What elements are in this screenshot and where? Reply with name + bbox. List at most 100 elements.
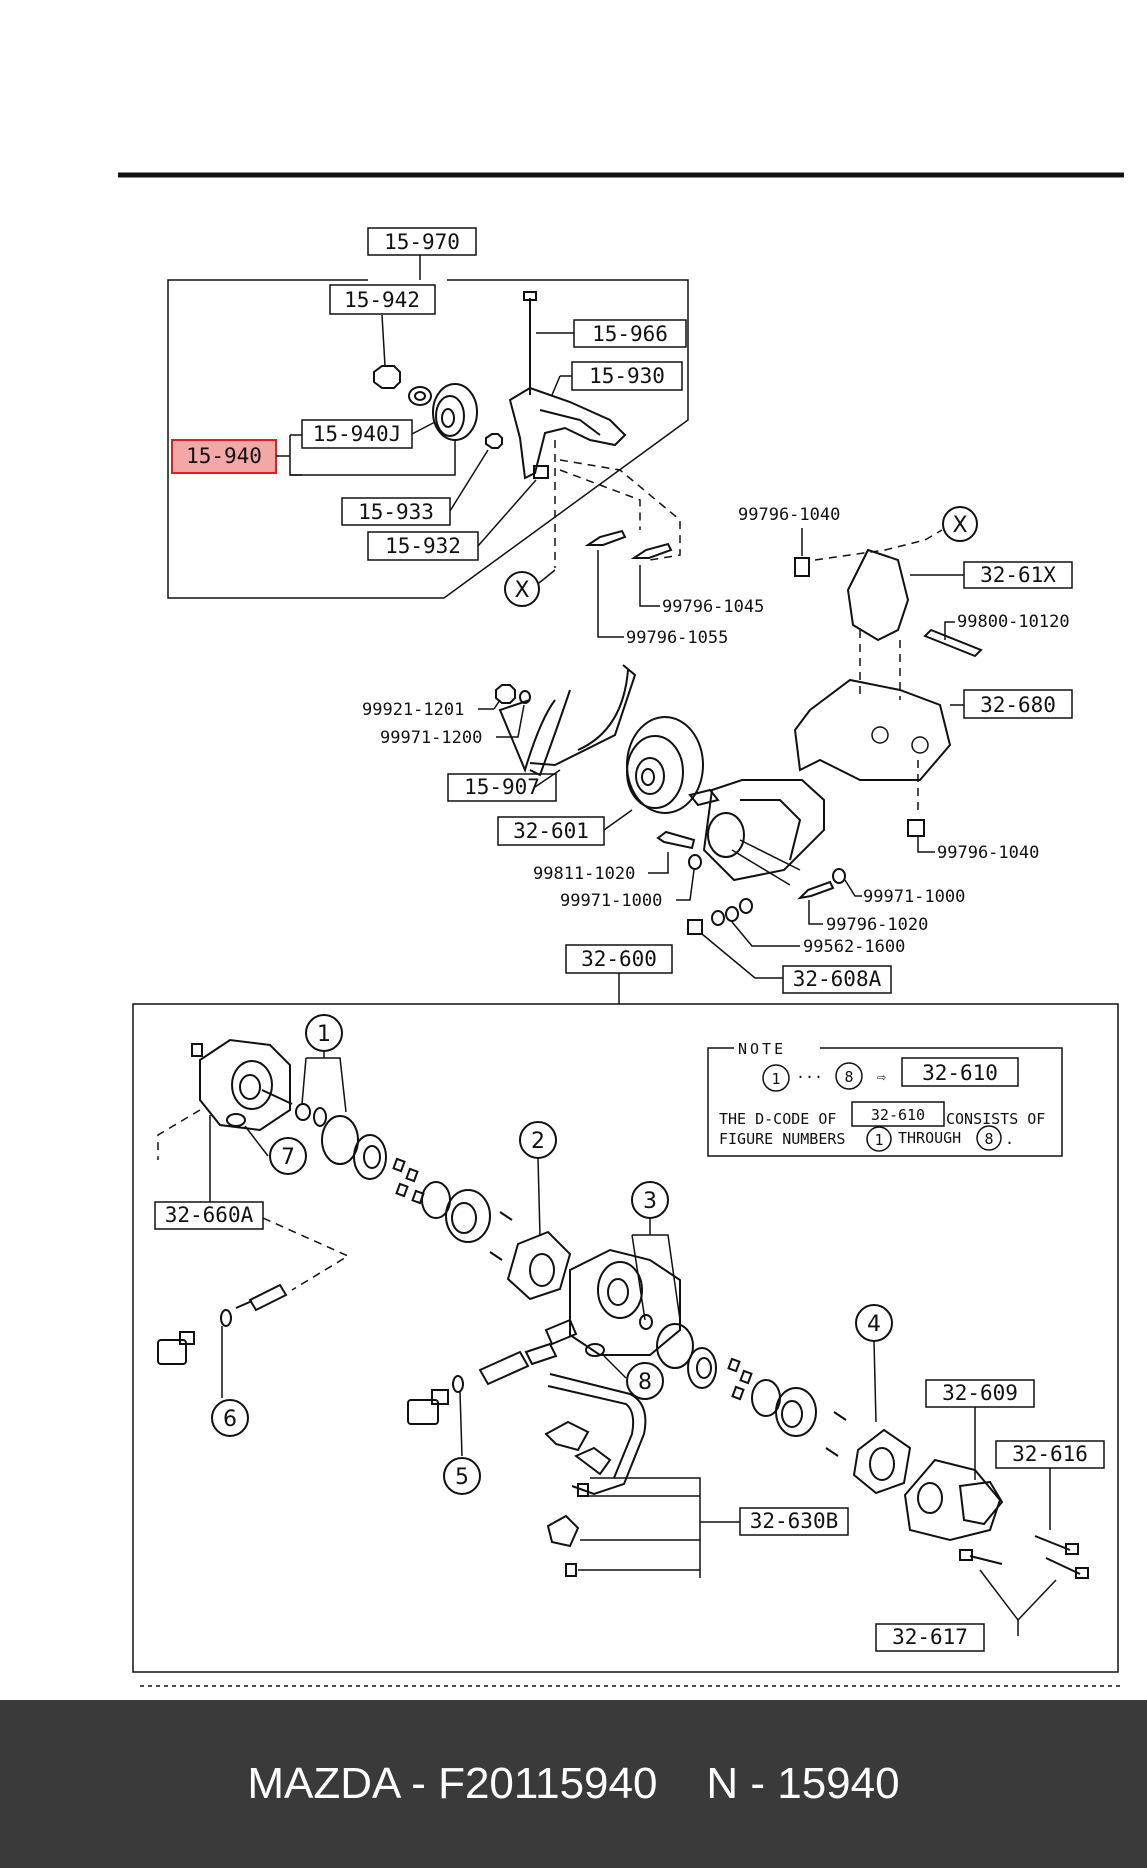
svg-text:X: X <box>952 513 967 538</box>
bracket-32-61X <box>846 548 964 642</box>
label-99562-1600[interactable]: 99562-1600 <box>803 937 905 957</box>
svg-text:32-610: 32-610 <box>871 1106 925 1124</box>
svg-text:32-609: 32-609 <box>942 1381 1018 1405</box>
label-32-616[interactable]: 32-616 <box>995 1440 1105 1469</box>
bracket-32-680 <box>793 678 964 781</box>
svg-text:15-930: 15-930 <box>589 364 665 388</box>
pins <box>489 1211 513 1261</box>
note-box: NOTE 1 ··· 8 ⇨ 32-610 THE D-CODE OF 32-6… <box>707 1040 1063 1157</box>
o-ring-6 <box>220 1309 232 1398</box>
bolt-99796-1045 <box>630 542 673 607</box>
label-99971-1000-left[interactable]: 99971-1000 <box>560 891 662 911</box>
svg-text:15-932: 15-932 <box>385 534 461 558</box>
svg-text:15-907: 15-907 <box>464 775 540 799</box>
label-15-907[interactable]: 15-907 <box>447 773 557 802</box>
svg-text:.: . <box>1005 1130 1014 1148</box>
bracket-15-940 <box>289 435 302 476</box>
svg-text:NOTE: NOTE <box>738 1040 786 1058</box>
gasket-2 <box>506 1230 572 1301</box>
svg-text:32-630B: 32-630B <box>750 1509 839 1533</box>
nut-washer-99562-1600 <box>711 898 800 947</box>
parts-diagram: 15-970 15-942 15-966 15-930 15-940J 15-9… <box>118 172 1124 1687</box>
label-99796-1040-upper[interactable]: 99796-1040 <box>738 505 840 525</box>
washer-99971-1200 <box>496 690 531 738</box>
svg-text:15-966: 15-966 <box>592 322 668 346</box>
valve-spool <box>478 1342 558 1386</box>
washer-99971-1000-right <box>832 868 862 897</box>
label-15-970[interactable]: 15-970 <box>367 227 477 256</box>
o-ring-8 <box>585 1343 627 1379</box>
label-15-933[interactable]: 15-933 <box>341 497 451 526</box>
idler-pulley-15-940J <box>411 383 478 441</box>
svg-text:THE D-CODE OF: THE D-CODE OF <box>719 1110 836 1128</box>
o-ring-7 <box>226 1113 269 1157</box>
label-99800-10120[interactable]: 99800-10120 <box>957 612 1070 632</box>
svg-text:32-600: 32-600 <box>581 947 657 971</box>
svg-text:1: 1 <box>874 1131 883 1149</box>
power-steering-pump-assembly <box>688 779 825 886</box>
plug-5 <box>407 1389 449 1425</box>
svg-text:15-970: 15-970 <box>384 230 460 254</box>
rear-cam-ring <box>775 1387 817 1437</box>
callout-2: 2 <box>519 1121 557 1237</box>
label-32-601[interactable]: 32-601 <box>497 816 605 846</box>
flow-control-valve <box>235 1283 288 1312</box>
pressure-plate <box>353 1134 387 1180</box>
drive-belt-15-907 <box>498 664 637 788</box>
label-15-930[interactable]: 15-930 <box>571 361 683 391</box>
label-32-61X[interactable]: 32-61X <box>963 561 1073 589</box>
footer-bar: MAZDA - F20115940 N - 15940 <box>0 1700 1147 1868</box>
svg-text:32-601: 32-601 <box>513 819 589 843</box>
o-ring-5 <box>452 1375 464 1457</box>
label-32-630B[interactable]: 32-630B <box>739 1507 849 1536</box>
vanes <box>392 1157 425 1205</box>
label-32-608A[interactable]: 32-608A <box>782 965 892 994</box>
svg-text:1: 1 <box>317 1022 331 1047</box>
bolt-15-932 <box>477 465 549 547</box>
svg-text:3: 3 <box>643 1189 657 1214</box>
bolt-99796-1040-lower <box>907 819 935 853</box>
label-99811-1020[interactable]: 99811-1020 <box>533 864 635 884</box>
callout-4: 4 <box>855 1304 893 1423</box>
svg-text:⇨: ⇨ <box>877 1068 886 1086</box>
label-15-966[interactable]: 15-966 <box>573 319 687 348</box>
svg-text:7: 7 <box>281 1145 295 1170</box>
bolt-32-608A <box>687 919 783 979</box>
label-15-940J[interactable]: 15-940J <box>301 419 413 449</box>
label-32-617[interactable]: 32-617 <box>875 1623 985 1652</box>
svg-text:15-933: 15-933 <box>358 500 434 524</box>
bolt-99796-1040-upper <box>794 528 810 577</box>
label-15-940-highlighted[interactable]: 15-940 <box>171 439 277 474</box>
label-99971-1000-right[interactable]: 99971-1000 <box>863 887 965 907</box>
washer-99971-1000-left <box>676 854 702 901</box>
nut-15-942 <box>373 314 401 389</box>
svg-text:32-61X: 32-61X <box>980 563 1056 587</box>
svg-text:32-660A: 32-660A <box>165 1203 254 1227</box>
cam-ring <box>445 1189 491 1243</box>
svg-text:32-616: 32-616 <box>1012 1442 1088 1466</box>
rear-pressure-plate <box>687 1347 717 1389</box>
o-rings-3 <box>639 1314 694 1369</box>
svg-text:···: ··· <box>796 1068 823 1086</box>
svg-text:CONSISTS OF: CONSISTS OF <box>946 1110 1045 1128</box>
label-99796-1045[interactable]: 99796-1045 <box>662 597 764 617</box>
label-32-600[interactable]: 32-600 <box>565 944 673 974</box>
label-99796-1040-lower[interactable]: 99796-1040 <box>937 843 1039 863</box>
label-32-609[interactable]: 32-609 <box>925 1379 1035 1408</box>
bolts-32-617 <box>959 1549 1089 1636</box>
callout-6: 6 <box>211 1399 249 1437</box>
label-32-680[interactable]: 32-680 <box>963 689 1073 719</box>
label-99796-1055[interactable]: 99796-1055 <box>626 628 728 648</box>
label-99971-1200[interactable]: 99971-1200 <box>380 728 482 748</box>
label-99796-1020[interactable]: 99796-1020 <box>826 915 928 935</box>
label-15-932[interactable]: 15-932 <box>367 531 479 561</box>
callout-3: 3 <box>631 1181 681 1321</box>
label-32-660A[interactable]: 32-660A <box>154 1201 264 1230</box>
bolt-99800-10120 <box>923 621 983 658</box>
label-15-942[interactable]: 15-942 <box>329 284 436 315</box>
pump-housing-32-660A <box>191 1038 293 1202</box>
svg-text:5: 5 <box>455 1465 469 1490</box>
svg-text:8: 8 <box>844 1068 853 1086</box>
svg-text:15-940: 15-940 <box>186 444 262 468</box>
label-99921-1201[interactable]: 99921-1201 <box>362 700 464 720</box>
